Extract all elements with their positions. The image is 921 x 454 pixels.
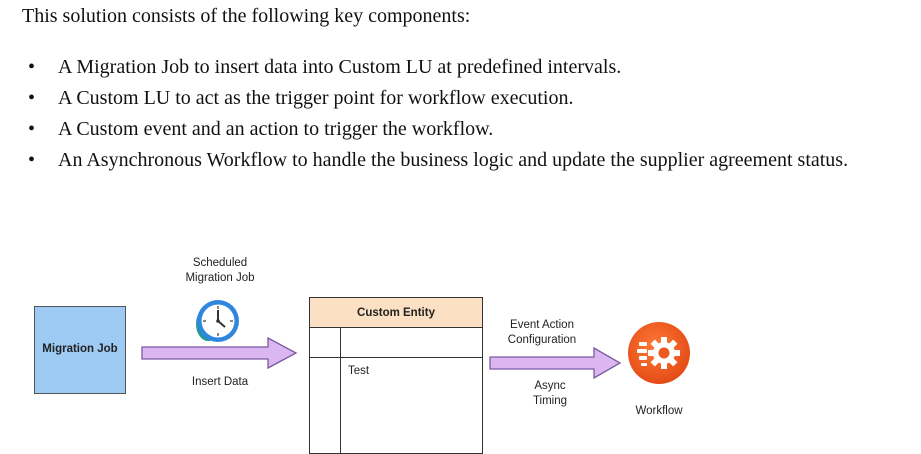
list-item-text: An Asynchronous Workflow to handle the b… (58, 149, 849, 171)
async-timing-line1: Async (534, 380, 566, 392)
list-item: • An Asynchronous Workflow to handle the … (22, 145, 902, 176)
bullet-icon: • (28, 118, 36, 140)
entity-cell-value: Test (348, 365, 370, 377)
event-action-line2: Configuration (507, 334, 577, 346)
custom-entity-title: Custom Entity (310, 298, 482, 328)
event-action-label: Event Action Configuration (488, 318, 596, 348)
custom-entity-table: Custom Entity Test (309, 297, 483, 454)
async-timing-line2: Timing (532, 395, 568, 407)
architecture-diagram: Migration Job Scheduled Migration Job In… (0, 240, 921, 454)
async-timing-label: Async Timing (500, 379, 600, 409)
list-item: • A Custom event and an action to trigger… (22, 114, 902, 145)
entity-column-divider (340, 328, 341, 453)
list-item-text: A Migration Job to insert data into Cust… (58, 56, 622, 78)
event-arrow (489, 346, 622, 380)
event-action-line1: Event Action (510, 319, 574, 331)
components-list: • A Migration Job to insert data into Cus… (22, 52, 902, 176)
bullet-icon: • (28, 56, 36, 78)
list-item-text: A Custom event and an action to trigger … (58, 118, 494, 140)
scheduled-label-line2: Migration Job (185, 272, 255, 284)
list-item: • A Migration Job to insert data into Cus… (22, 52, 902, 83)
scheduled-label-line1: Scheduled (192, 257, 248, 269)
insert-data-label: Insert Data (191, 376, 249, 388)
entity-row-divider (310, 357, 482, 358)
list-item: • A Custom LU to act as the trigger point… (22, 83, 902, 114)
workflow-gear-icon (628, 322, 690, 384)
bullet-icon: • (28, 87, 36, 109)
insert-data-arrow (141, 336, 298, 370)
migration-job-box: Migration Job (34, 306, 126, 394)
intro-text: This solution consists of the following … (22, 5, 471, 27)
migration-job-label: Migration Job (42, 343, 118, 355)
list-item-text: A Custom LU to act as the trigger point … (58, 87, 574, 109)
bullet-icon: • (28, 149, 36, 171)
clock-icon (196, 300, 239, 342)
scheduled-label: Scheduled Migration Job (160, 256, 280, 286)
workflow-label: Workflow (635, 405, 683, 417)
